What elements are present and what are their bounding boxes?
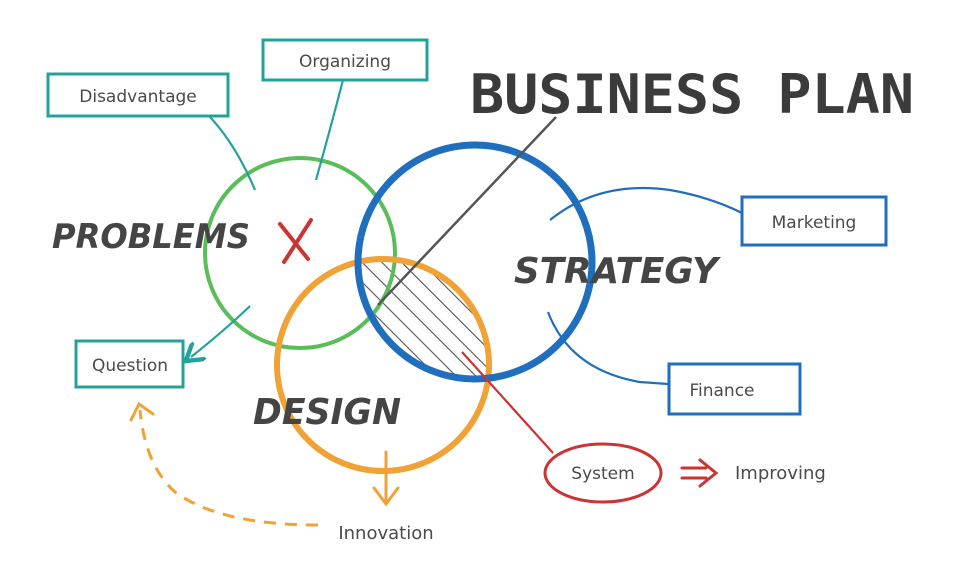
problems-label: PROBLEMS	[52, 217, 250, 257]
marketing-box: Marketing	[740, 195, 888, 247]
organizing-label: Organizing	[299, 52, 391, 72]
feedback-dashed-arrow	[138, 409, 319, 527]
finance-box: Finance	[667, 362, 802, 416]
disadvantage-label: Disadvantage	[79, 87, 196, 107]
organizing-connector	[314, 79, 345, 181]
improving-label: Improving	[735, 463, 826, 484]
finance-label: Finance	[689, 381, 754, 401]
title-connector-line	[377, 116, 557, 306]
system-box: System	[543, 442, 663, 504]
question-box: Question	[74, 339, 185, 389]
innovation-label: Innovation	[338, 523, 433, 544]
organizing-box: Organizing	[261, 38, 429, 82]
system-connector	[461, 351, 554, 454]
strategy-label: STRATEGY	[514, 251, 722, 292]
question-label: Question	[92, 356, 168, 376]
marketing-connector	[549, 186, 743, 221]
page-title: BUSINESS PLAN	[470, 63, 914, 126]
design-label: DESIGN	[253, 392, 401, 433]
down-arrow-icon	[372, 450, 400, 507]
problems-circle	[203, 156, 397, 350]
disadvantage-box: Disadvantage	[46, 72, 230, 118]
finance-connector	[546, 311, 669, 386]
strategy-circle	[354, 141, 596, 383]
marketing-label: Marketing	[772, 213, 857, 233]
system-label: System	[571, 464, 634, 484]
double-arrow-icon	[680, 458, 719, 488]
design-circle	[274, 256, 492, 474]
x-mark-icon	[278, 218, 313, 264]
question-connector	[191, 305, 251, 357]
disadvantage-connector	[209, 116, 257, 191]
feedback-arrowhead-icon	[129, 401, 155, 422]
